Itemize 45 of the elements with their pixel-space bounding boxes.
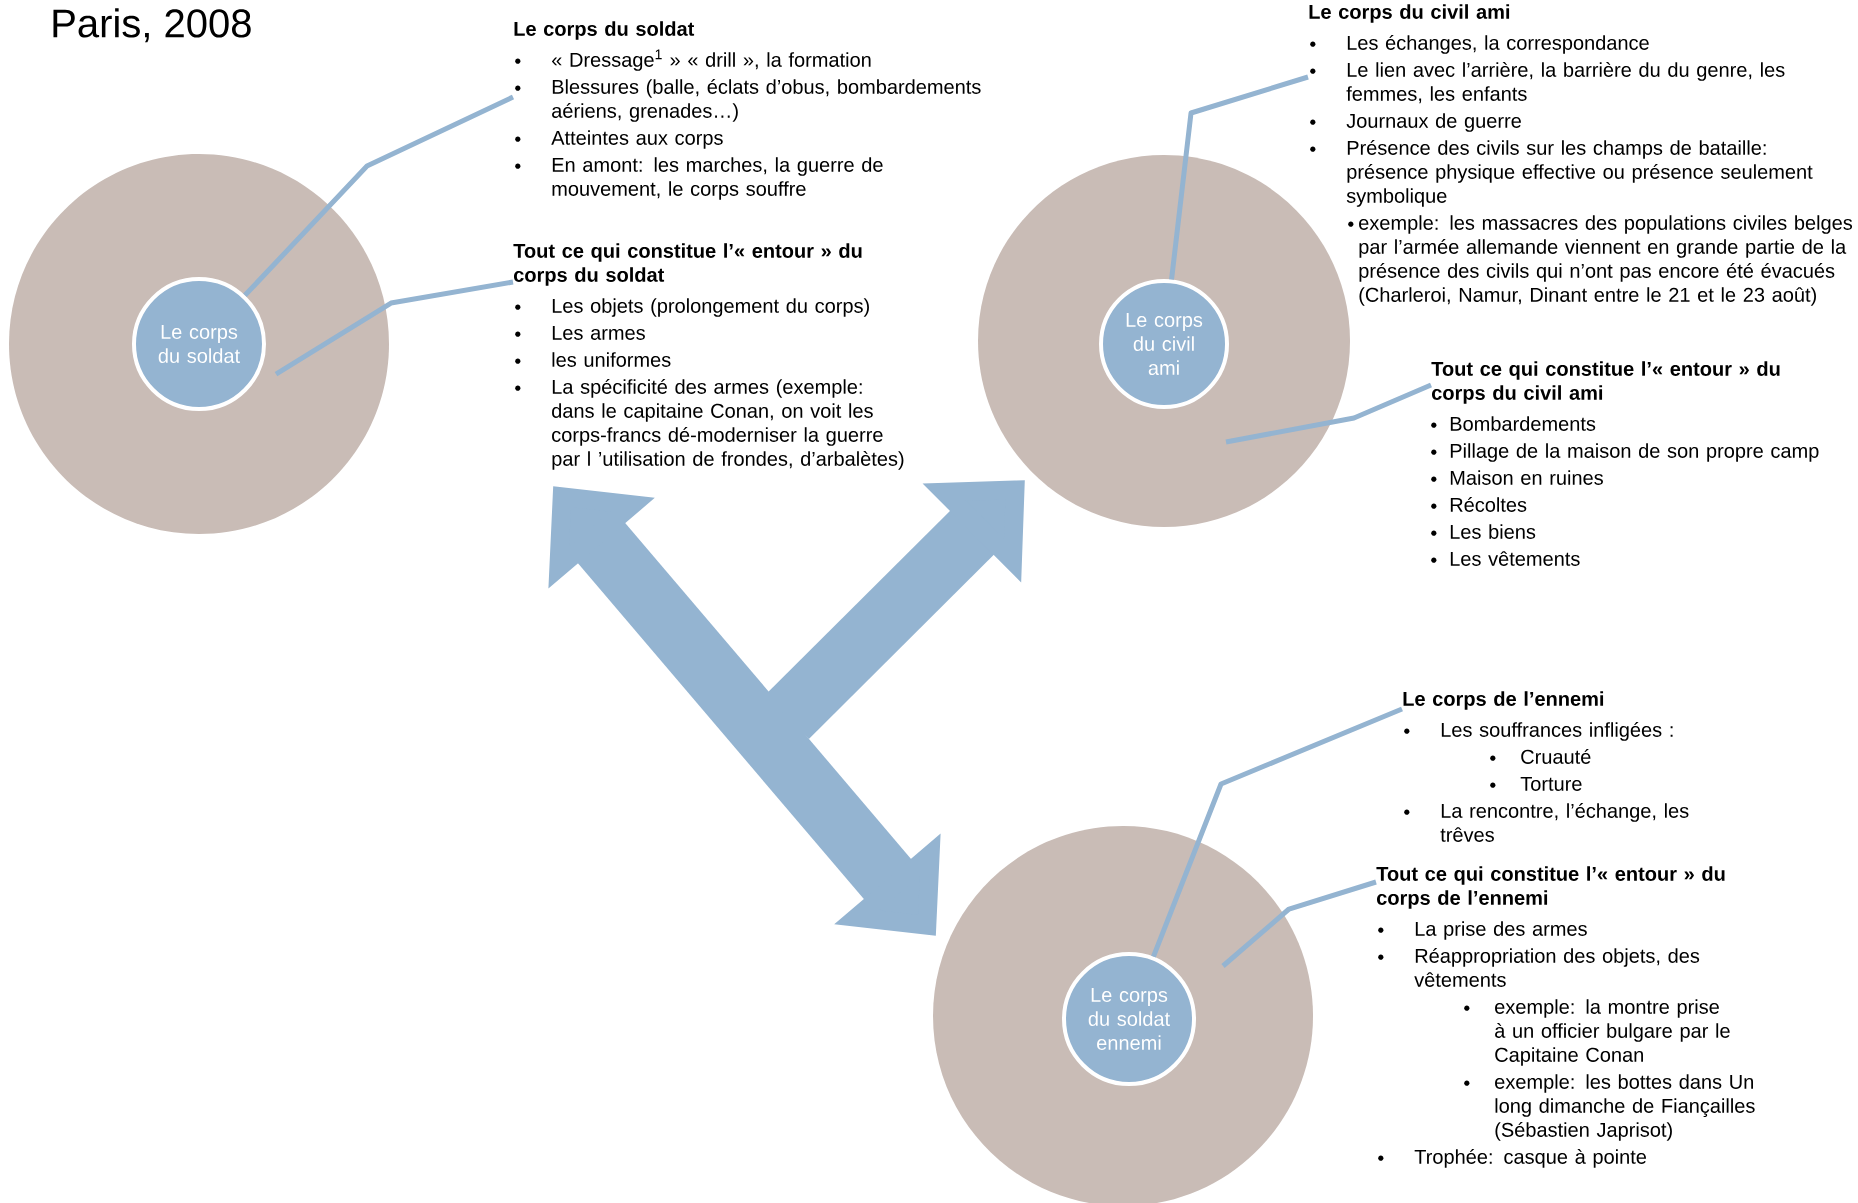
node-label: Journaux de guerre: [1346, 113, 1521, 132]
node-label: exemple: les bottes dans Un long dimanche de Fiançailles (Sébastien Japrisot): [1495, 1074, 1755, 1141]
node-label: Les échanges, la correspondance: [1347, 34, 1649, 54]
node-label: « Dressage$^{1}$ » « drill », la formation: [552, 49, 871, 71]
node-label: En amont: les marches, la guerre de mouvement, le corps souffre: [552, 157, 883, 200]
leader-line: [1221, 879, 1377, 968]
node-label: Les biens: [1450, 524, 1536, 539]
node-label: Tout ce qui constitue l’« entour » du corps de l’ennemi: [1376, 866, 1725, 909]
node-label: Pillage de la maison de son propre camp: [1450, 443, 1819, 462]
node-label: Les souffrances infligées :: [1441, 721, 1673, 741]
node-label: Cruauté: [1521, 748, 1591, 764]
bullet-list: Tout ce qui constitue l’« entour » du corps du civil ami Bombardements Pillage de la maison de son propre camp Maison en ruines Récoltes Les biens Les vêtements: [1431, 361, 1819, 566]
node-label: Maison en ruines: [1450, 470, 1603, 485]
node-label: Bombardements: [1450, 416, 1596, 431]
node-label: exemple: les massacres des populations civiles belges par l’armée allemande viennent en grande partie de la présence des civils qui n’ont pas encore été évacués (Charleroi, Namur, Dinant entre le 21 et le 23 août): [1359, 215, 1853, 306]
node-label: La rencontre, l’échange, les trêves: [1440, 802, 1689, 842]
node-label: La prise des armes: [1415, 921, 1587, 940]
bullet-list: Tout ce qui constitue l’« entour » du corps de l’ennemi La prise des armes Réappropriation des objets, des vêtements exemple: la montre prise à un officier bulgare par le Capitaine Conan exemple: les bottes dans Un long dimanche de Fiançailles (Sébastien Japrisot) Trophée: casque à pointe: [1376, 866, 1755, 1168]
node-label: Les objets (prolongement du corps): [552, 298, 869, 317]
leader-line: [1225, 382, 1432, 445]
citation-text: Paris, 2008: [53, 8, 251, 43]
leader-line: [1169, 74, 1309, 280]
bullet-list: Le corps du soldat « Dressage$^{1}$ » « drill », la formation Blessures (balle, éclats d’obus, bombardements aériens, grenades…) Atteintes aux corps En amont: les marches, la guerre de mouvement, le corps souffre: [514, 21, 981, 200]
bullet-list: Le corps de l’ennemi Les souffrances infligées : Cruauté Torture La rencontre, l’échange, les trêves: [1403, 691, 1689, 842]
node-label: les uniformes: [552, 352, 671, 367]
node-label: Le corps du civil ami: [1309, 4, 1510, 23]
node-label: Les armes: [552, 325, 645, 340]
block-arrow: [765, 480, 1025, 739]
bullet-list: Tout ce qui constitue l’« entour » du corps du soldat Les objets (prolongement du corps) Les armes les uniformes La spécificité des armes (exemple: dans le capitaine Conan, on voit les corps-francs dé-moderniser la guerre par l ’utilisation de frondes, d’arbalètes): [513, 243, 904, 470]
node-label: Le lien avec l’arrière, la barrière du du genre, les femmes, les enfants: [1346, 61, 1785, 104]
node-label: Atteintes aux corps: [551, 130, 723, 149]
node-label: Le corps du soldat: [514, 21, 695, 40]
node-label: Blessures (balle, éclats d’obus, bombardements aériens, grenades…): [552, 78, 981, 122]
node-label: Les vêtements: [1450, 551, 1580, 566]
node-label: Trophée: casque à pointe: [1414, 1148, 1647, 1168]
node-label: Récoltes: [1450, 496, 1527, 512]
node-label: Tout ce qui constitue l’« entour » du corps du soldat: [513, 243, 862, 286]
leader-line: [243, 94, 515, 297]
bullet-list: Le corps du civil ami Les échanges, la correspondance Le lien avec l’arrière, la barrière du du genre, les femmes, les enfants Journaux de guerre Présence des civils sur les champs de bataille: présence physique effective ou présence seulement symbolique exemple: les massacres des populations civiles belges par l’armée allemande viennent en grande partie de la présence des civils qui n’ont pas encore été évacués (Charleroi, Namur, Dinant entre le 21 et le 23 août): [1309, 4, 1853, 306]
node-label: La spécificité des armes (exemple: dans le capitaine Conan, on voit les corps-francs dé-moderniser la guerre par l ’utilisation de frondes, d’arbalètes): [552, 378, 904, 470]
node-label: Le corps de l’ennemi: [1403, 691, 1604, 710]
leader-line: [1151, 706, 1403, 958]
leader-line: [274, 279, 514, 377]
node-label: Torture: [1520, 776, 1582, 791]
node-label: Tout ce qui constitue l’« entour » du corps du civil ami: [1431, 361, 1780, 404]
